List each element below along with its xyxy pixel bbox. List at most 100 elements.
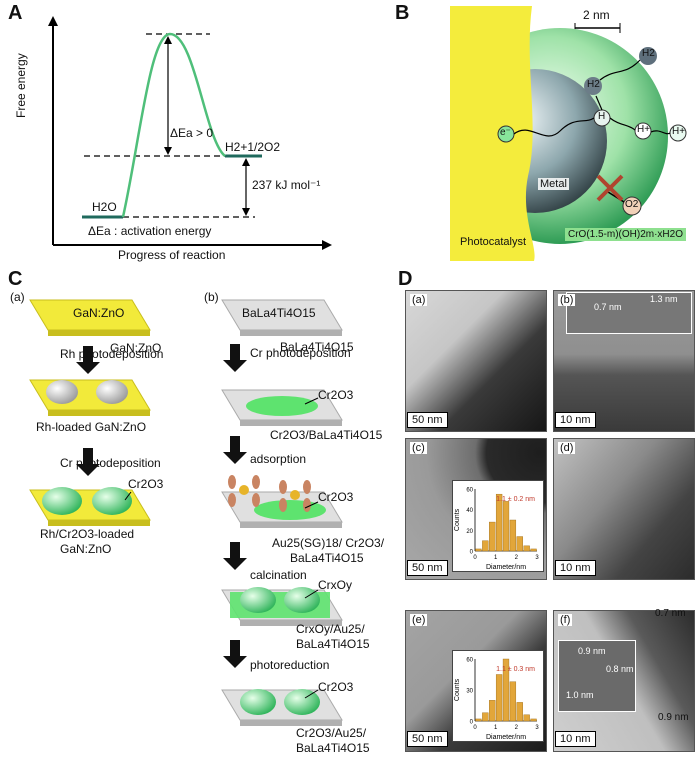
energy-value-label: 237 kJ mol⁻¹ xyxy=(252,178,321,192)
panel-c-letter: C xyxy=(8,268,23,290)
hist-e-stat: 1.1 ± 0.3 nm xyxy=(496,666,535,673)
hist-e-xtick: 2 xyxy=(515,725,519,731)
tem-image-a xyxy=(405,290,547,432)
y-axis-label: Free energy xyxy=(14,53,28,118)
hist-e-xtick: 3 xyxy=(535,725,539,731)
end-state-label: H2+1/2O2 xyxy=(225,140,281,154)
hist-e-ytick: 30 xyxy=(466,689,473,695)
scale-label: 2 nm xyxy=(583,8,610,22)
tem-tag-e: (e) xyxy=(410,614,428,626)
x-axis-label: Progress of reaction xyxy=(118,248,226,262)
hist-c-ylabel: Counts xyxy=(454,508,461,531)
tem-tag-b: (b) xyxy=(558,294,576,306)
hist-e-bar-4 xyxy=(502,658,510,722)
hist-e-xtick: 0 xyxy=(473,725,477,731)
species-o2: O2 xyxy=(625,199,639,210)
b-inset-label-2: 1.3 nm xyxy=(650,294,678,304)
hist-c-xlabel: Diameter/nm xyxy=(486,564,526,571)
hist-e-xtick: 1 xyxy=(494,725,498,731)
c-a-label2: Rh-loaded GaN:ZnO xyxy=(36,420,147,434)
synthesis-schematic xyxy=(29,299,343,726)
hist-e-xlabel: Diameter/nm xyxy=(486,734,526,741)
shell-label: CrO(1.5-m)(OH)2m·xH2O xyxy=(565,228,686,241)
hist-e-bar-3 xyxy=(495,674,503,722)
c-b-label1: BaLa4Ti4O15 xyxy=(280,340,354,354)
panel-a-letter: A xyxy=(8,2,23,24)
hist-c-xtick: 0 xyxy=(473,555,477,561)
f-label-2: 0.9 nm xyxy=(578,646,606,656)
hist-e-bar-1 xyxy=(482,712,489,722)
hist-e-bar-8 xyxy=(530,718,537,722)
c-a-step2: Cr photodeposition xyxy=(60,456,161,470)
hist-c-xtick: 3 xyxy=(535,555,539,561)
f-label-1: 0.7 nm xyxy=(655,608,686,619)
hist-c-xtick: 2 xyxy=(515,555,519,561)
hist-c-bar-8 xyxy=(530,548,537,552)
c-a-cr: Cr2O3 xyxy=(128,477,164,491)
hist-e-bar-2 xyxy=(489,700,496,722)
hist-c-stat: 1.1 ± 0.2 nm xyxy=(496,496,535,503)
hist-c-xtick: 1 xyxy=(494,555,498,561)
c-b-label2: Cr2O3/BaLa4Ti4O15 xyxy=(270,428,383,442)
scale-bar-c: 50 nm xyxy=(407,560,448,576)
tem-tag-f: (f) xyxy=(558,614,573,626)
c-b-step4: photoreduction xyxy=(250,658,330,672)
c-a-label3b: GaN:ZnO xyxy=(60,542,112,556)
tem-tag-a: (a) xyxy=(410,294,428,306)
species-electron: e⁻ xyxy=(500,127,511,138)
c-b-label3b: BaLa4Ti4O15 xyxy=(290,551,364,565)
scale-bar-e: 50 nm xyxy=(407,731,448,747)
c-a-label3a: Rh/Cr2O3-loaded xyxy=(40,527,135,541)
c-b-label5a: Cr2O3/Au25/ xyxy=(296,726,367,740)
c-b-step3: calcination xyxy=(250,568,307,582)
tem-inset-b xyxy=(566,292,692,334)
scale-bar-d: 10 nm xyxy=(555,560,596,576)
hist-c-bar-4 xyxy=(502,501,510,552)
c-b-step1: Cr photodeposition xyxy=(250,346,351,360)
hist-e-ytick: 60 xyxy=(466,658,473,664)
c-a-plate1: GaN:ZnO xyxy=(73,306,125,320)
c-tag-b: (b) xyxy=(204,290,219,304)
au-cluster-2 xyxy=(279,480,311,512)
tem-tag-d: (d) xyxy=(558,442,576,454)
scale-bar-f: 10 nm xyxy=(555,731,596,747)
hist-e-bar-0 xyxy=(475,718,482,722)
activation-energy-label: ΔEa > 0 xyxy=(170,126,214,140)
c-b-label4a: CrxOy/Au25/ xyxy=(296,622,365,636)
tem-inset-f xyxy=(558,640,636,712)
scale-bar-b: 10 nm xyxy=(555,412,596,428)
f-label-3: 0.8 nm xyxy=(606,664,634,674)
scale-bar-a: 50 nm xyxy=(407,412,448,428)
c-a-step1: Rh photodeposition xyxy=(60,347,164,361)
c-b-cr3: CrxOy xyxy=(318,578,352,592)
hist-e-bar-5 xyxy=(509,681,517,722)
species-hplus-a: H+ xyxy=(637,124,651,135)
hist-c-ytick: 0 xyxy=(470,550,474,556)
au-cluster-1 xyxy=(228,475,260,507)
hist-e-bar-6 xyxy=(516,702,523,722)
hist-c-bar-0 xyxy=(475,548,482,552)
hist-c-ytick: 20 xyxy=(466,529,473,535)
c-b-label5b: BaLa4Ti4O15 xyxy=(296,741,370,755)
b-inset-label-1: 0.7 nm xyxy=(594,302,622,312)
hist-e-ylabel: Counts xyxy=(454,678,461,701)
species-h2-a: H2 xyxy=(642,48,655,59)
panel-d-letter: D xyxy=(398,268,413,290)
core-shell-schematic xyxy=(450,6,687,261)
metal-label: Metal xyxy=(538,178,569,190)
hist-c-bar-5 xyxy=(509,519,517,552)
f-label-4: 1.0 nm xyxy=(566,690,594,700)
hist-c-bar-1 xyxy=(482,540,489,552)
tem-tag-c: (c) xyxy=(410,442,427,454)
hist-c-bar-7 xyxy=(523,545,530,552)
species-hplus-b: H+ xyxy=(672,126,686,137)
hist-c-bar-2 xyxy=(489,521,496,552)
panel-b-letter: B xyxy=(395,2,410,24)
c-b-cr4: Cr2O3 xyxy=(318,680,354,694)
c-tag-a: (a) xyxy=(10,290,25,304)
species-h2-b: H2 xyxy=(587,79,600,90)
start-state-label: H2O xyxy=(92,200,117,214)
c-a-label1: GaN:ZnO xyxy=(110,341,162,355)
